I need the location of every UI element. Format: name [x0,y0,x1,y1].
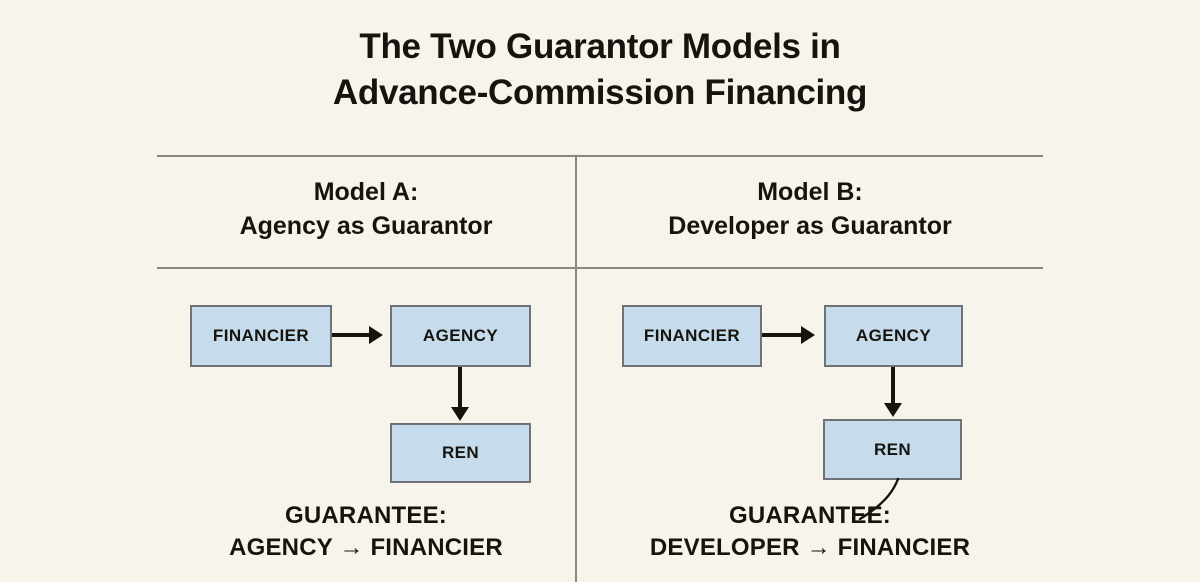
model-b-arrow-agency-to-ren [891,367,895,413]
model-a-heading-line-1: Model A: [313,178,419,206]
model-a-guarantee: GUARANTEE: AGENCY → FINANCIER [157,500,575,564]
column-heading-model-a: Model A: Agency as Guarantor [157,175,575,243]
model-b-heading-line-1: Model B: [757,178,863,206]
model-b-heading-line-2: Developer as Guarantor [668,212,952,240]
model-a-guarantee-line-2: AGENCY → FINANCIER [229,533,503,561]
model-a-guarantee-line-1: GUARANTEE: [285,502,447,529]
page-title: The Two Guarantor Models in Advance-Comm… [0,24,1200,116]
model-a-node-agency: AGENCY [390,305,531,367]
model-a-arrow-agency-to-ren [458,367,462,417]
model-a-node-financier: FINANCIER [190,305,332,367]
model-b-guarantee-line-1: GUARANTEE: [729,502,891,529]
model-b-guarantee-line-2: DEVELOPER → FINANCIER [649,533,971,561]
model-b-arrow-financier-to-agency [762,333,812,337]
model-b-node-ren: REN [823,419,962,480]
title-line-2: Advance-Commission Financing [332,73,868,113]
model-b-node-agency: AGENCY [824,305,963,367]
column-heading-model-b: Model B: Developer as Guarantor [577,175,1043,243]
model-a-node-ren: REN [390,423,531,483]
title-line-1: The Two Guarantor Models in [359,27,841,66]
model-a-heading-line-2: Agency as Guarantor [239,212,493,240]
model-b-guarantee: GUARANTEE: DEVELOPER → FINANCIER [577,500,1043,564]
divider-middle [157,267,1043,269]
model-b-node-financier: FINANCIER [622,305,762,367]
model-b-curved-tail-icon [858,477,900,521]
divider-vertical [575,155,577,582]
model-a-arrow-financier-to-agency [332,333,380,337]
divider-top [157,155,1043,157]
